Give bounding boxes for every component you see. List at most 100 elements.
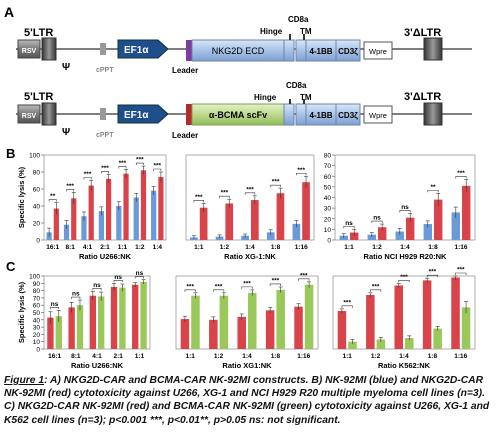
x-tick-label: 1:1	[118, 244, 128, 251]
bar	[133, 197, 139, 240]
ltr5-label: 5'LTR	[24, 91, 53, 103]
y-tick-label: 50	[33, 310, 41, 317]
panel-label-b: B	[6, 146, 15, 161]
ltr3-label: 3'ΔLTR	[404, 27, 441, 39]
sig-label: ***	[457, 267, 465, 274]
x-axis-label: Ratio XG-1:NK	[224, 252, 276, 261]
x-tick-label: 1:1	[344, 244, 354, 251]
sig-label: ns	[373, 215, 381, 222]
bar	[110, 286, 118, 349]
tm-box	[295, 39, 307, 62]
y-tick-label: 40	[33, 204, 41, 211]
x-tick-label: 4:1	[92, 353, 102, 360]
bar	[304, 284, 314, 349]
y-axis-label: Specific lysis (%)	[17, 166, 26, 228]
sig-label: ***	[272, 277, 280, 284]
sig-label: ***	[195, 194, 203, 201]
bar	[276, 193, 285, 240]
x-tick-label: 1:2	[372, 244, 382, 251]
y-axis-label: Specific lysis (%)	[17, 281, 26, 343]
caption-text: : A) NKG2D-CAR and BCMA-CAR NK-92MI cons…	[4, 375, 490, 426]
y-tick-label: 50	[324, 184, 332, 191]
sig-label: ***	[372, 283, 380, 290]
sig-bracket	[398, 280, 410, 283]
bar	[123, 173, 129, 240]
x-tick-label: 1:16	[454, 353, 467, 360]
sig-bracket	[343, 226, 355, 229]
sig-label: ns	[93, 282, 101, 289]
ltr5-box	[41, 102, 57, 126]
bar	[302, 182, 310, 240]
bar	[106, 178, 112, 240]
sig-label: ***	[84, 171, 92, 178]
x-tick-label: 1:2	[214, 353, 224, 360]
sig-bracket	[153, 168, 162, 171]
ef1a-promoter-arrow	[117, 39, 169, 59]
bar	[434, 199, 443, 240]
bar	[461, 307, 471, 349]
sig-bracket	[426, 274, 438, 278]
bar	[237, 316, 246, 349]
psi-symbol: Ψ	[62, 127, 70, 138]
y-tick-label: 40	[324, 195, 332, 202]
bar	[209, 319, 218, 349]
ltr3-box	[423, 37, 443, 61]
bar	[63, 224, 70, 240]
sig-bracket	[184, 289, 196, 292]
bar	[422, 280, 432, 349]
sig-bracket	[48, 199, 57, 202]
ltr5-box	[41, 37, 57, 61]
bar	[119, 287, 126, 349]
y-tick-label: 100	[29, 153, 40, 160]
bar	[68, 307, 75, 349]
x-tick-label: 1:1	[194, 244, 204, 251]
construct-nkg2d: 5'LTR 3'ΔLTR CD8a Hinge TM RSV Ψ cPPT EF…	[16, 15, 472, 75]
y-tick-label: 10	[33, 339, 41, 346]
rsv-promoter	[17, 104, 41, 124]
x-axis-label: Ratio U266:NK	[79, 252, 132, 261]
bar	[241, 235, 249, 240]
sig-bracket	[427, 189, 439, 193]
x-axis-label: Ratio K562:NK	[378, 361, 431, 370]
panel-label-c: C	[6, 259, 16, 274]
rsv-promoter	[17, 39, 41, 59]
sig-bracket	[241, 286, 253, 289]
y-tick-label: 20	[324, 216, 332, 223]
bar	[376, 339, 386, 349]
bar	[132, 284, 139, 349]
sig-label: ***	[243, 280, 251, 287]
x-tick-label: 1:8	[271, 244, 281, 251]
sig-label: ***	[272, 179, 280, 186]
sig-bracket	[270, 184, 281, 188]
sig-label: ns	[72, 291, 80, 298]
bb-label: 4-1BB	[309, 47, 332, 56]
sig-label: ***	[297, 167, 305, 174]
sig-bracket	[118, 166, 127, 169]
x-tick-label: 2:1	[113, 353, 123, 360]
cd3z-label: CD3ζ	[338, 111, 358, 120]
ef1a-label: EF1α	[124, 45, 149, 56]
sig-bracket	[399, 210, 411, 213]
ecd-label: α-BCMA scFv	[209, 110, 267, 120]
panel-label-a: A	[4, 4, 14, 20]
y-tick-label: 60	[324, 174, 332, 181]
bar	[81, 216, 87, 240]
bar	[423, 224, 432, 240]
y-tick-label: 0	[36, 238, 40, 245]
x-axis-label: Ratio NCI H929 R20:NK	[364, 252, 448, 261]
bar	[71, 198, 77, 240]
bar	[348, 341, 357, 349]
sig-label: ns	[114, 274, 122, 281]
y-tick-label: 90	[33, 281, 41, 288]
y-tick-label: 80	[33, 170, 41, 177]
x-tick-label: 1:8	[271, 353, 281, 360]
y-tick-label: 10	[324, 227, 332, 234]
sig-label: ***	[119, 160, 127, 167]
bar	[337, 311, 347, 349]
leader-label: Leader	[172, 66, 198, 75]
y-tick-label: 30	[324, 206, 332, 213]
